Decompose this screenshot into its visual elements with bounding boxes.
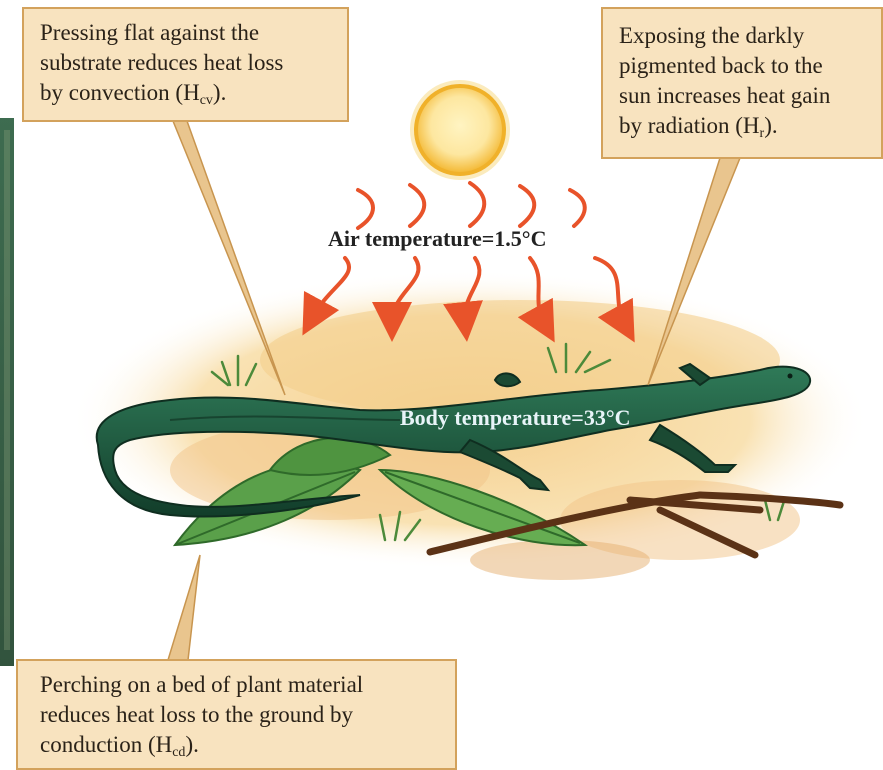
radiation-arrow-1 [358,190,373,228]
sun-icon [410,80,510,180]
convection-callout: Pressing flat against the substrate redu… [22,7,349,122]
radiation-line-4-prefix: by radiation (H [619,113,760,138]
conduction-line-3-suffix: ). [185,732,198,757]
radiation-text-line-4: by radiation (Hr). [619,111,881,141]
convection-text-line-2: substrate reduces heat loss [40,48,347,78]
radiation-text-line-1: Exposing the darkly [619,21,881,51]
radiation-arrow-5 [570,190,585,226]
radiation-arrow-2 [410,185,424,226]
radiation-arrow-4 [520,186,534,226]
conduction-callout: Perching on a bed of plant material redu… [16,659,457,770]
conduction-text-line-2: reduces heat loss to the ground by [40,700,455,730]
convection-subscript: cv [200,93,213,108]
conduction-line-3-prefix: conduction (H [40,732,172,757]
conduction-subscript: cd [172,745,185,760]
convection-line-3-prefix: by convection (H [40,80,200,105]
body-temperature-label: Body temperature=33°C [400,405,631,431]
radiation-text-line-3: sun increases heat gain [619,81,881,111]
convection-line-3-suffix: ). [213,80,226,105]
convection-text-line-1: Pressing flat against the [40,18,347,48]
conduction-text-line-1: Perching on a bed of plant material [40,670,455,700]
air-temperature-label: Air temperature=1.5°C [328,226,546,252]
conduction-text-line-3: conduction (Hcd). [40,730,455,760]
radiation-line-4-suffix: ). [764,113,777,138]
background-photo-strip [0,118,14,666]
conduction-pointer [168,555,200,660]
convection-text-line-3: by convection (Hcv). [40,78,347,108]
radiation-callout: Exposing the darkly pigmented back to th… [601,7,883,159]
radiation-text-line-2: pigmented back to the [619,51,881,81]
radiation-arrow-3 [470,183,484,226]
